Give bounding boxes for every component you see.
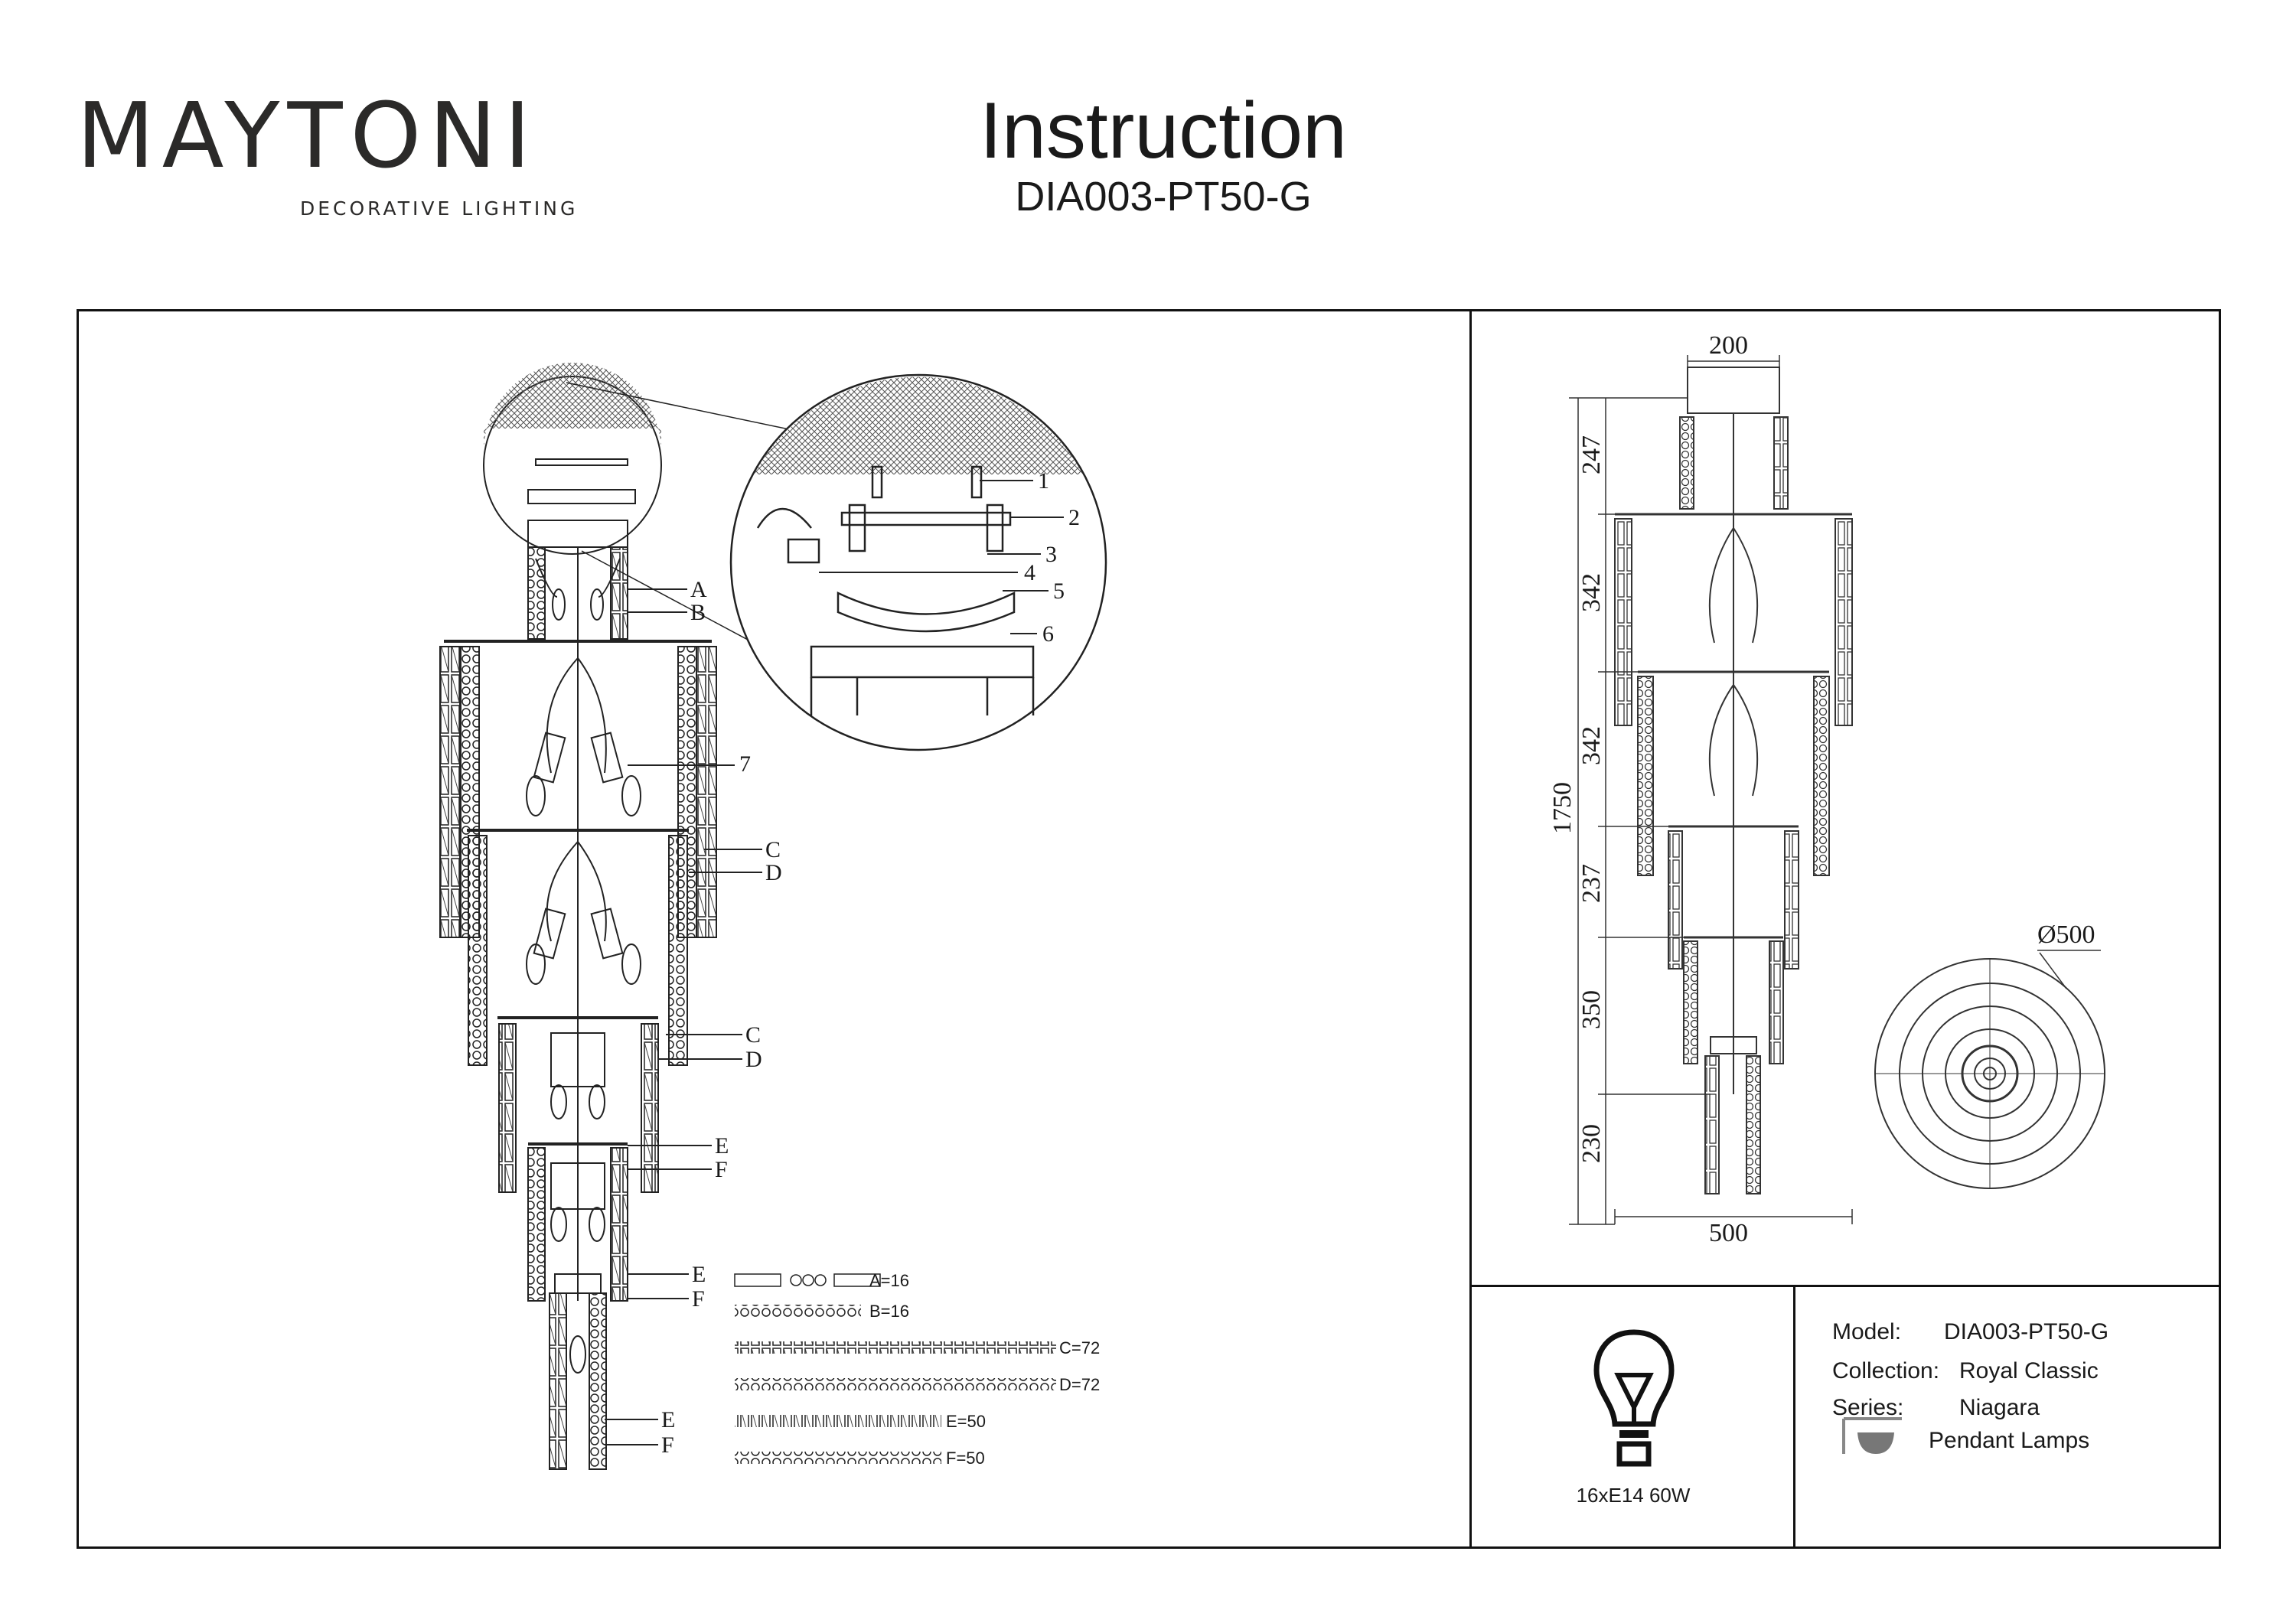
tier-letter: C (745, 1022, 761, 1048)
dimension-segment: 237 (1577, 864, 1606, 903)
tier-letter: F (661, 1432, 674, 1458)
tier-letter: F (692, 1286, 705, 1312)
series-label: Series: (1832, 1395, 1904, 1420)
model-label: Model: (1832, 1319, 1902, 1344)
dimension-top-width: 200 (1709, 331, 1748, 360)
divider (1469, 1285, 2221, 1287)
chain-label: E=50 (946, 1412, 986, 1431)
divider (1469, 309, 1472, 1549)
assembly-drawing: 1 2 3 4 5 6 7 A B C D C D E F E F E F (439, 363, 1107, 1470)
tier-letter: F (715, 1157, 728, 1182)
side-elevation (1614, 367, 1853, 1194)
type-value: Pendant Lamps (1929, 1428, 2090, 1453)
pendant-lamp-icon (1842, 1417, 1902, 1454)
brand-name: MAYTONI (77, 83, 539, 188)
page-title: Instruction (980, 86, 1347, 175)
chain-label: B=16 (869, 1302, 909, 1321)
collection-value: Royal Classic (1959, 1358, 2099, 1383)
part-number: 7 (739, 751, 751, 777)
tier-letters: A B C D C D E F E F E F (661, 577, 782, 1458)
tier-letter: C (765, 837, 781, 862)
part-number: 5 (1053, 578, 1065, 604)
part-number: 3 (1045, 542, 1057, 567)
part-number: 1 (1038, 468, 1049, 494)
dimension-total-height: 1750 (1548, 782, 1577, 834)
brand-logo: MAYTONI DECORATIVE LIGHTING (77, 90, 578, 220)
part-number: 4 (1024, 560, 1035, 585)
dimension-diameter: Ø500 (2037, 921, 2095, 949)
chain-label: F=50 (946, 1449, 985, 1468)
chain-legend (734, 1273, 1056, 1464)
tier-letter: E (715, 1133, 729, 1159)
chandelier-drawing (439, 520, 717, 1470)
dimension-segment: 247 (1577, 435, 1606, 474)
detail-callout-large (729, 373, 1107, 751)
chain-label: D=72 (1059, 1375, 1100, 1394)
dimension-segment: 350 (1577, 990, 1606, 1029)
model-value: DIA003-PT50-G (1944, 1319, 2109, 1344)
part-numbers: 1 2 3 4 5 6 7 (739, 468, 1080, 777)
dimension-segment: 342 (1577, 726, 1606, 765)
tier-letter: D (765, 860, 782, 885)
bulb-icon (1593, 1329, 1675, 1467)
tier-letter: D (745, 1047, 762, 1072)
part-number: 2 (1068, 505, 1080, 530)
page-model: DIA003-PT50-G (1015, 174, 1312, 220)
chain-label: A=16 (869, 1271, 909, 1290)
dimension-values: 200 500 1750 247 342 342 237 350 230 Ø50… (1548, 331, 2095, 1247)
part-number: 6 (1042, 621, 1054, 647)
divider (1793, 1285, 1795, 1549)
chain-label: C=72 (1059, 1338, 1100, 1357)
plan-view (1874, 950, 2105, 1189)
chain-labels: A=16 B=16 C=72 D=72 E=50 F=50 (869, 1271, 1100, 1468)
series-value: Niagara (1959, 1395, 2040, 1420)
dimension-bottom-width: 500 (1709, 1219, 1748, 1247)
bulb-spec: 16xE14 60W (1576, 1484, 1691, 1507)
tier-letter: E (692, 1262, 706, 1287)
dimension-lines (1569, 355, 1853, 1225)
collection-label: Collection: (1832, 1358, 1940, 1383)
dimension-drawing: 200 500 1750 247 342 342 237 350 230 Ø50… (1548, 331, 2105, 1247)
dimension-segment: 342 (1577, 573, 1606, 612)
content-frame (77, 309, 2221, 1549)
brand-tagline: DECORATIVE LIGHTING (300, 197, 579, 220)
tier-letter: E (661, 1407, 675, 1432)
detail-callout-small (483, 363, 804, 670)
tier-leaders (605, 588, 762, 1445)
part-leaders (628, 480, 1064, 766)
dimension-segment: 230 (1577, 1124, 1606, 1163)
tier-letter: A (690, 577, 707, 602)
tier-letter: B (690, 600, 706, 625)
